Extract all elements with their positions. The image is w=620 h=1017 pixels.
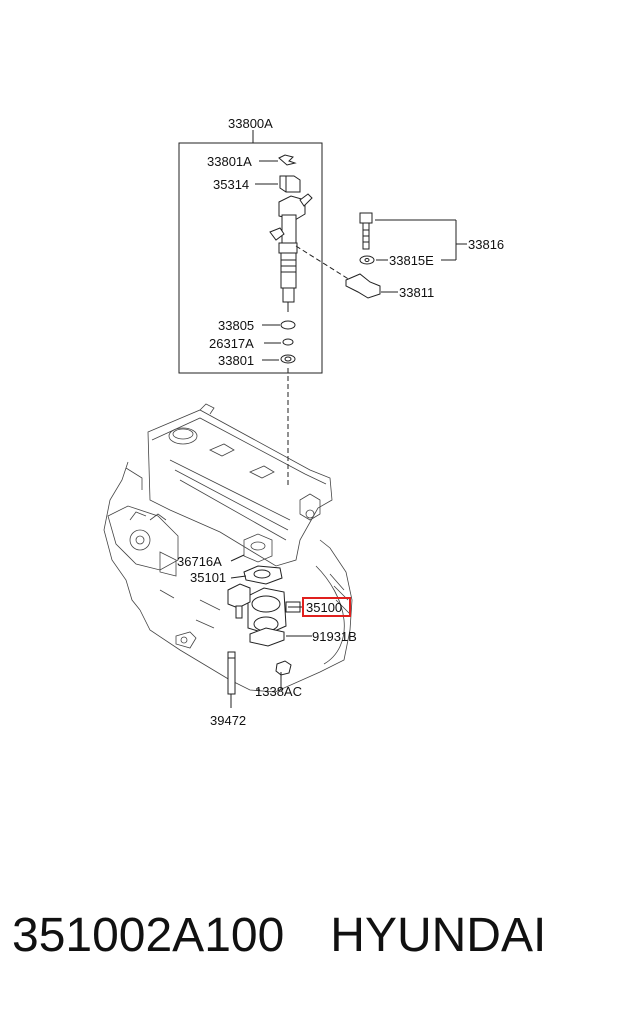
injector-clip-part (278, 154, 297, 166)
parts-diagram: 33800A 33801A 35314 33805 26317A 33801 (103, 116, 504, 728)
label-35101: 35101 (190, 570, 226, 585)
label-1338AC: 1338AC (255, 684, 302, 699)
highlight-box-35100 (302, 597, 351, 617)
washer-part (280, 354, 296, 364)
label-33811: 33811 (399, 285, 434, 300)
clamp-part (279, 175, 301, 193)
brand-name: HYUNDAI (330, 909, 547, 962)
throttle-body-part (227, 583, 301, 635)
label-33801: 33801 (218, 353, 254, 368)
label-33816: 33816 (468, 237, 504, 252)
label-33805: 33805 (218, 318, 254, 333)
label-33801A: 33801A (207, 154, 252, 169)
label-91931B: 91931B (312, 629, 357, 644)
label-39472: 39472 (210, 713, 246, 728)
gasket-part (243, 565, 283, 585)
label-33800A: 33800A (228, 116, 273, 131)
label-35100: 35100 (306, 600, 342, 615)
engine-block (103, 403, 353, 695)
caption: 351002A100 HYUNDAI (12, 908, 612, 978)
label-33815E: 33815E (389, 253, 434, 268)
part-number: 351002A100 (12, 909, 285, 962)
label-35314: 35314 (213, 177, 249, 192)
injector-clamp-part (345, 273, 381, 299)
bolt-1338ac-part (275, 660, 292, 676)
bolt-part (359, 212, 373, 250)
seal-ring-part (282, 338, 294, 346)
injector-part (269, 193, 313, 312)
o-ring-part (280, 320, 296, 330)
injector-kit-box (178, 142, 323, 374)
label-26317A: 26317A (209, 336, 254, 351)
label-36716A: 36716A (177, 554, 222, 569)
bolt-washer-part (359, 255, 375, 265)
